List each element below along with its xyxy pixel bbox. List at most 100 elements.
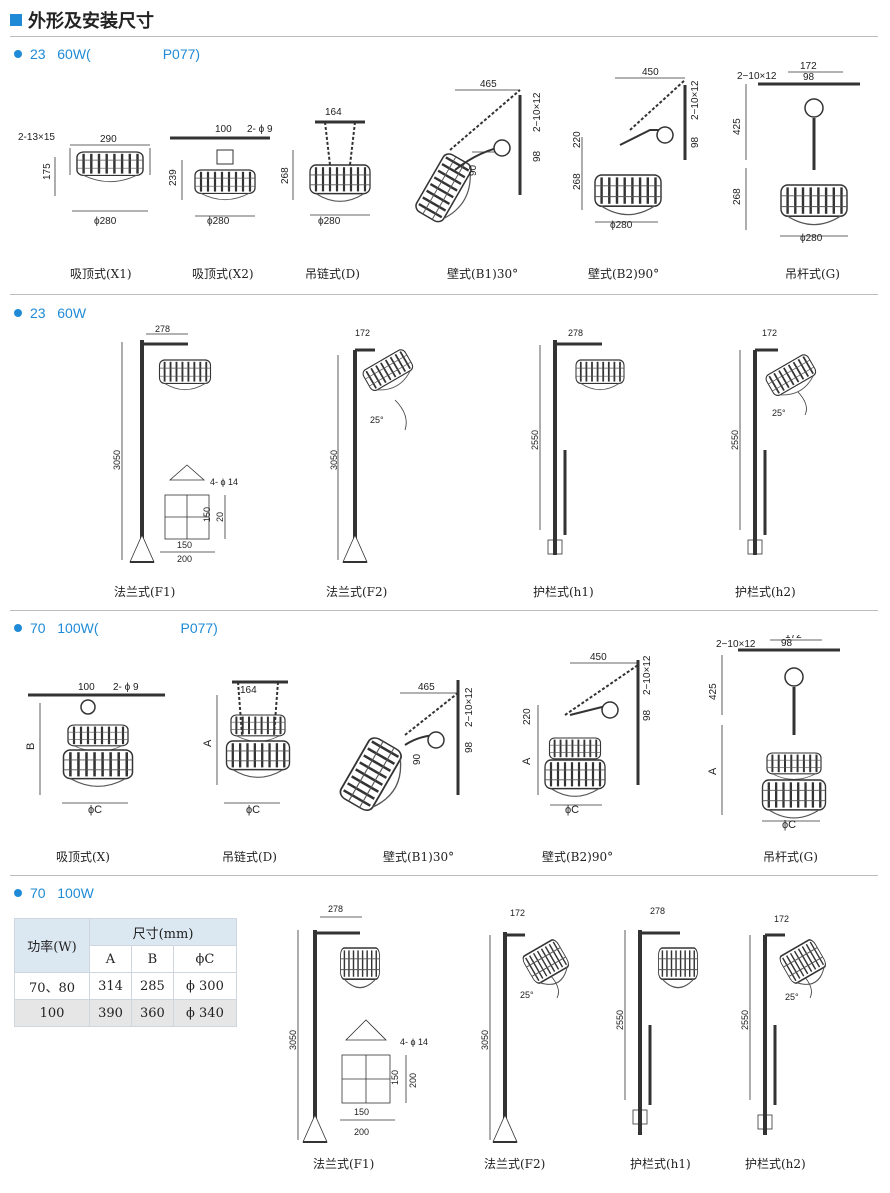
spec-table: 功率(W) 尺寸(mm) A B ϕC 70、80 314 285 ϕ 300 … [14,918,238,1027]
dim-425: 425 [732,118,743,135]
dim-150h-b: 150 [354,1107,369,1117]
caption-g: 吊杆式(G) [785,267,840,281]
dim-4phi14: 4- ϕ 14 [210,477,238,487]
dim-268-b2: 268 [572,173,583,190]
dim-200-b: 200 [354,1127,369,1137]
dim-2-10x12-gb: 2−10×12 [716,639,756,650]
section-2-label: 23 60W [14,305,86,321]
dim-phi280-g: ϕ280 [800,233,823,244]
row3-drawings: 100 2- ϕ 9 B ϕC 164 A ϕC 465 2−10×12 98 … [25,635,840,831]
row1-drawings: 290 2-13×15 175 ϕ280 100 2- ϕ 9 239 ϕ280… [18,61,860,244]
dim-172-h2: 172 [762,328,777,338]
dim-172-f2: 172 [355,328,370,338]
bullet-icon [14,624,22,632]
dim-A-gb: A [707,767,719,775]
dim-2550-h2b: 2550 [740,1010,750,1030]
dim-4phi14-b: 4- ϕ 14 [400,1037,428,1047]
dim-C-gb: ϕC [782,819,796,831]
dim-3050-f2b: 3050 [480,1030,490,1050]
dim-150h: 150 [177,540,192,550]
dim-164-d: 164 [240,685,257,696]
caption-x2: 吸顶式(X2) [192,267,254,281]
page-title: 外形及安装尺寸 [28,11,154,32]
caption-b1b: 壁式(B1)30° [383,850,455,864]
table-row: 70、80 314 285 ϕ 300 [14,972,238,1000]
dim-172-f2b: 172 [510,908,525,918]
section-3-label: 70 100W( P077) [14,620,218,636]
dim-2phi9: 2- ϕ 9 [247,124,273,135]
dim-239: 239 [168,169,179,186]
dim-2-10x12-b1b: 2−10×12 [464,687,475,727]
caption-d: 吊链式(D) [305,267,360,281]
dim-100: 100 [215,124,232,135]
bullet-icon [14,309,22,317]
dim-98-b2: 98 [690,136,701,148]
table-header-power: 功率(W) [14,918,90,973]
dim-20: 20 [215,512,225,522]
caption-b1: 壁式(B1)30° [447,267,519,281]
section-rule [10,610,878,611]
dim-C-x: ϕC [88,804,102,816]
page-header: 外形及安装尺寸 [10,6,154,34]
dim-2phi9-x: 2- ϕ 9 [113,682,139,693]
dim-150-b: 150 [390,1070,400,1085]
dim-220-b2b: 220 [522,708,533,725]
dim-172-h2b: 172 [774,914,789,924]
caption-h1: 护栏式(h1) [533,585,594,599]
dim-465: 465 [480,79,497,90]
section-1-label: 23 60W( P077) [14,46,200,62]
dim-150: 150 [202,507,212,522]
dim-100-x: 100 [78,682,95,693]
dim-278-f1b: 278 [328,904,343,914]
dim-2-10x12-g: 2−10×12 [737,71,777,82]
dim-465-b1: 465 [418,682,435,693]
dim-268-g: 268 [732,188,743,205]
dim-425-gb: 425 [708,683,719,700]
dim-25-h2: 25° [772,408,786,418]
dim-2550: 2550 [530,430,540,450]
dim-B: B [25,743,37,750]
dim-90: 90 [468,164,479,176]
dim-2-10x12: 2−10×12 [532,92,543,132]
dim-278-h1b: 278 [650,906,665,916]
dim-268: 268 [280,167,291,184]
dim-phi280-x2: ϕ280 [207,216,230,227]
dim-90-b1b: 90 [412,753,423,765]
dim-98: 98 [532,150,543,162]
table-header-b: B [130,945,174,973]
caption-h1b: 护栏式(h1) [630,1157,691,1171]
dim-A-d: A [202,739,214,747]
dim-3050-f1b: 3050 [288,1030,298,1050]
dim-2-10x12-b2: 2−10×12 [690,80,701,120]
caption-f2: 法兰式(F2) [326,585,388,599]
dim-phi280: ϕ280 [94,216,117,227]
table-row: 100 390 360 ϕ 340 [14,999,238,1027]
caption-f1b: 法兰式(F1) [313,1157,375,1171]
caption-d2: 吊链式(D) [222,850,277,864]
table-header-size: 尺寸(mm) [89,918,237,946]
caption-f1: 法兰式(F1) [114,585,176,599]
dim-172-gb: 172 [785,635,802,641]
dim-2550-h1b: 2550 [615,1010,625,1030]
dim-2550-h2: 2550 [730,430,740,450]
dim-290: 290 [100,134,117,145]
caption-b2b: 壁式(B2)90° [542,850,614,864]
caption-g2: 吊杆式(G) [763,850,818,864]
row2-drawings: 278 3050 4- ϕ 14 150 20 150 200 172 3050… [112,324,822,564]
dim-98-g: 98 [803,72,815,83]
section-4-label: 70 100W [14,885,94,901]
dim-220: 220 [572,131,583,148]
dim-25-h2b: 25° [785,992,799,1002]
dim-450-b2b: 450 [590,652,607,663]
header-square-icon [10,14,22,26]
dim-phi280-d: ϕ280 [318,216,341,227]
bullet-icon [14,50,22,58]
dim-164: 164 [325,107,342,118]
caption-x: 吸顶式(X) [56,850,110,864]
row4-drawings: 278 3050 4- ϕ 14 150 200 150 200 172 305… [288,904,833,1143]
table-header-a: A [89,945,132,973]
dim-98-b1b: 98 [464,741,475,753]
bullet-icon [14,889,22,897]
dim-2-13x15: 2-13×15 [18,132,55,143]
dim-200-bv: 200 [408,1073,418,1088]
